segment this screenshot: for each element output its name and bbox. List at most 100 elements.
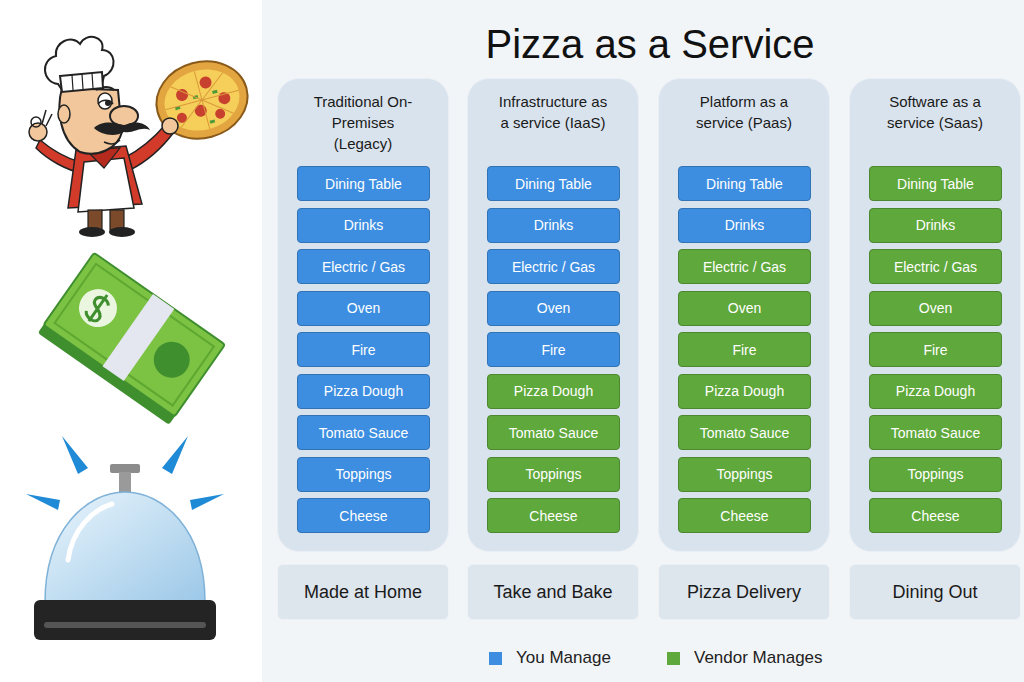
money-icon xyxy=(147,335,197,385)
service-column: Traditional On-Premises (Legacy) Dining T… xyxy=(277,78,449,552)
layer-box: Tomato Sauce xyxy=(678,415,811,450)
layer-box: Toppings xyxy=(869,457,1002,492)
chef-figure xyxy=(104,140,120,144)
chef-figure xyxy=(98,100,113,104)
money-icon xyxy=(72,282,125,335)
layer-label: Electric / Gas xyxy=(512,259,595,275)
service-bell xyxy=(110,464,140,473)
service-bell xyxy=(26,494,60,510)
chef-figure xyxy=(60,72,103,92)
service-column: Software as a service (Saas) Dining Table… xyxy=(849,78,1021,552)
service-bell xyxy=(162,436,188,474)
column-heading: Traditional On-Premises (Legacy) xyxy=(278,91,448,154)
money-icon xyxy=(55,264,214,406)
chef-figure xyxy=(162,118,178,134)
layer-label: Oven xyxy=(537,300,570,316)
chef-figure xyxy=(58,105,70,123)
analogy-label: Dining Out xyxy=(892,582,977,603)
layer-box: Tomato Sauce xyxy=(869,415,1002,450)
layer-label: Cheese xyxy=(339,508,387,524)
layer-box: Oven xyxy=(869,291,1002,326)
column-heading: Software as a service (Saas) xyxy=(850,91,1020,133)
layer-label: Drinks xyxy=(916,217,956,233)
layer-box: Electric / Gas xyxy=(678,249,811,284)
layer-label: Dining Table xyxy=(706,176,783,192)
layer-label: Tomato Sauce xyxy=(700,425,790,441)
service-bell xyxy=(44,622,206,628)
column-heading: Infrastructure as a service (IaaS) xyxy=(468,91,638,133)
layer-label: Tomato Sauce xyxy=(509,425,599,441)
column-heading: Platform as a service (Paas) xyxy=(659,91,829,133)
layer-box: Oven xyxy=(678,291,811,326)
layer-label: Toppings xyxy=(907,466,963,482)
chef-figure xyxy=(88,210,102,230)
layer-label: Electric / Gas xyxy=(703,259,786,275)
analogy-label: Take and Bake xyxy=(493,582,612,603)
layer-box: Fire xyxy=(297,332,430,367)
chef-figure xyxy=(42,110,52,126)
layer-label: Fire xyxy=(923,342,947,358)
layer-label: Pizza Dough xyxy=(896,383,975,399)
layer-label: Fire xyxy=(541,342,565,358)
chef-figure xyxy=(158,61,247,139)
money-icon xyxy=(82,290,113,325)
diagram-title: Pizza as a Service xyxy=(276,20,1024,68)
chef-figure xyxy=(98,93,112,109)
layer-box: Oven xyxy=(487,291,620,326)
layer-box: Cheese xyxy=(487,498,620,533)
layer-label: Pizza Dough xyxy=(324,383,403,399)
layer-box: Dining Table xyxy=(487,166,620,201)
chef-figure xyxy=(31,117,41,127)
service-column: Platform as a service (Paas) Dining Table… xyxy=(658,78,830,552)
layer-box: Electric / Gas xyxy=(869,249,1002,284)
layer-box: Fire xyxy=(869,332,1002,367)
layer-label: Dining Table xyxy=(897,176,974,192)
chef-figure xyxy=(198,75,213,90)
service-bell xyxy=(119,472,131,492)
layer-box: Electric / Gas xyxy=(487,249,620,284)
chef-figure xyxy=(212,90,218,94)
layer-box: Dining Table xyxy=(297,166,430,201)
layer-box: Pizza Dough xyxy=(297,374,430,409)
service-bell xyxy=(62,436,88,474)
layer-box: Tomato Sauce xyxy=(487,415,620,450)
layer-label: Electric / Gas xyxy=(894,259,977,275)
layer-label: Dining Table xyxy=(515,176,592,192)
layer-box: Electric / Gas xyxy=(297,249,430,284)
layer-label: Drinks xyxy=(534,217,574,233)
chef-figure xyxy=(148,51,257,148)
chef-figure xyxy=(158,61,247,139)
money-icon xyxy=(38,253,225,425)
layer-box: Toppings xyxy=(487,457,620,492)
layer-label: Cheese xyxy=(720,508,768,524)
layer-box: Drinks xyxy=(869,208,1002,243)
layer-box: Toppings xyxy=(297,457,430,492)
service-column: Infrastructure as a service (IaaS) Dining… xyxy=(467,78,639,552)
layer-box: Tomato Sauce xyxy=(297,415,430,450)
layer-label: Oven xyxy=(347,300,380,316)
service-bell xyxy=(45,492,205,602)
service-bell xyxy=(68,504,112,560)
panel-ground xyxy=(262,0,1024,682)
legend-swatch xyxy=(489,652,502,665)
layer-box: Drinks xyxy=(678,208,811,243)
layer-box: Drinks xyxy=(487,208,620,243)
layer-label: Tomato Sauce xyxy=(319,425,409,441)
layer-box: Dining Table xyxy=(869,166,1002,201)
layer-label: Drinks xyxy=(344,217,384,233)
chef-figure xyxy=(94,123,150,135)
layer-box: Dining Table xyxy=(678,166,811,201)
layer-box: Cheese xyxy=(678,498,811,533)
layer-box: Drinks xyxy=(297,208,430,243)
layer-box: Pizza Dough xyxy=(869,374,1002,409)
legend-entry: You Manage xyxy=(489,648,611,668)
layer-label: Electric / Gas xyxy=(322,259,405,275)
legend-label: Vendor Manages xyxy=(694,648,823,668)
chef-figure xyxy=(148,51,257,148)
service-bell xyxy=(34,600,216,640)
chef-figure xyxy=(110,210,124,230)
layer-box: Cheese xyxy=(869,498,1002,533)
chef-figure xyxy=(109,227,135,237)
chef-figure xyxy=(210,119,216,123)
layer-box: Pizza Dough xyxy=(678,374,811,409)
